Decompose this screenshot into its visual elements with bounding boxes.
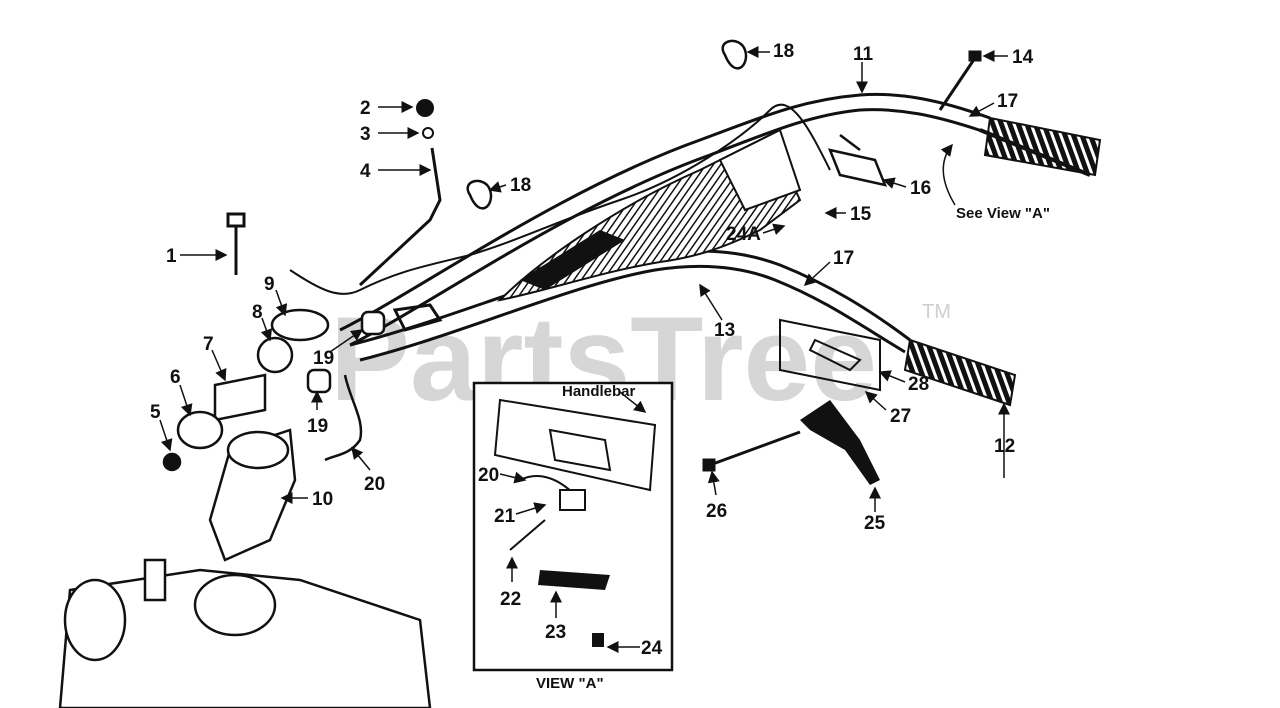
bolt-26 [702, 430, 801, 472]
callout-labels: 1 2 3 4 5 6 7 8 9 10 11 12 13 14 15 16 1… [150, 41, 1050, 692]
watermark-trademark: TM [922, 301, 951, 323]
callout-3: 3 [360, 124, 371, 145]
mount-bracket-assembly [162, 308, 386, 472]
bolt-14 [938, 50, 982, 111]
callout-16: 16 [910, 178, 931, 199]
callout-6: 6 [170, 367, 181, 388]
center-panel [496, 128, 802, 302]
view-a-caption: VIEW "A" [536, 675, 604, 692]
view-a-callout-22: 22 [500, 589, 521, 610]
callout-18-upper: 18 [773, 41, 794, 62]
view-a-callout-23: 23 [545, 622, 566, 643]
engine-base [58, 558, 432, 708]
knob-rod [358, 99, 442, 287]
callout-2: 2 [360, 98, 371, 119]
callout-18-lower: 18 [510, 175, 531, 196]
callout-leaders [159, 46, 1010, 653]
callout-19-upper: 19 [313, 348, 334, 369]
callout-14: 14 [1012, 47, 1034, 68]
cable-clip-1 [466, 179, 493, 210]
spring-23 [538, 570, 610, 590]
callout-17-upper: 17 [997, 91, 1018, 112]
view-a-inset [472, 381, 674, 672]
pin-22 [509, 519, 546, 551]
view-a-callout-20: 20 [478, 465, 499, 486]
wire-20 [324, 374, 363, 462]
callout-12: 12 [994, 436, 1015, 457]
callout-11: 11 [853, 44, 874, 65]
callout-15: 15 [850, 204, 872, 225]
callout-26: 26 [706, 501, 727, 522]
callout-28: 28 [908, 374, 929, 395]
callout-10: 10 [312, 489, 333, 510]
shift-lever [779, 318, 881, 485]
callout-4: 4 [360, 161, 371, 182]
pivot-housing [208, 428, 297, 562]
callout-25: 25 [864, 513, 886, 534]
control-bracket [827, 134, 888, 187]
callout-20: 20 [364, 474, 385, 495]
callout-7: 7 [203, 334, 214, 355]
view-a-callout-24: 24 [641, 638, 663, 659]
view-a-handlebar-label: Handlebar [562, 383, 636, 400]
control-cable [289, 103, 831, 295]
callout-17-lower: 17 [833, 248, 854, 269]
callout-19-lower: 19 [307, 416, 328, 437]
switch-21 [559, 489, 586, 511]
callout-13: 13 [714, 320, 735, 341]
see-view-a-label: See View "A" [956, 205, 1050, 222]
callout-24a: 24A [726, 224, 761, 245]
view-a-callout-21: 21 [494, 506, 516, 527]
switch-bracket [548, 428, 612, 472]
callout-5: 5 [150, 402, 161, 423]
screw-24 [592, 633, 604, 647]
upper-grip [979, 116, 1102, 177]
callout-8: 8 [252, 302, 263, 323]
callout-9: 9 [264, 274, 275, 295]
lower-grip [903, 338, 1017, 407]
bolt-1 [226, 212, 246, 275]
callout-27: 27 [890, 406, 911, 427]
callout-1: 1 [166, 246, 177, 267]
cable-clip-2 [721, 39, 748, 70]
